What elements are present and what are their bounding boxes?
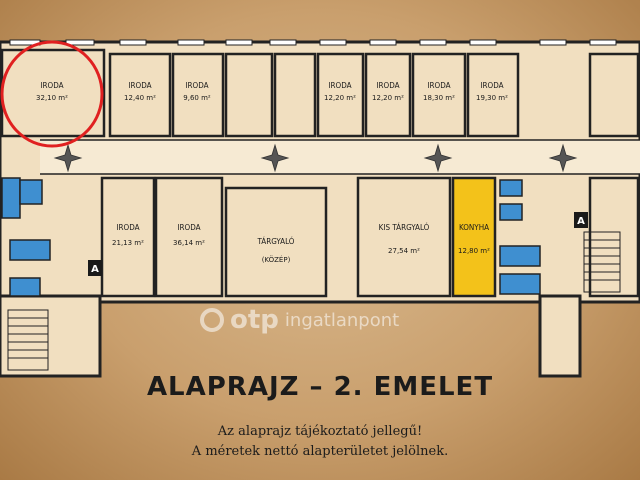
room-1-label: IRODA <box>40 81 63 90</box>
room-9-area: 36,14 m² <box>173 239 205 247</box>
corridor-markers <box>53 143 578 173</box>
restrooms <box>1 177 541 297</box>
room-office-5 <box>364 52 412 138</box>
stair-marker-west <box>88 260 102 276</box>
stair-mark-east-text: A <box>577 216 585 227</box>
room-office-2 <box>108 52 172 138</box>
room-office-blank-2 <box>273 52 317 138</box>
room-6-area: 18,30 m² <box>423 94 455 102</box>
room-office-7 <box>466 52 520 138</box>
watermark-suffix: ingatlanpont <box>284 309 400 331</box>
room-office-blank-1 <box>224 52 274 138</box>
room-11-label: KIS TÁRGYALÓ <box>379 221 430 232</box>
room-office-9 <box>154 176 224 298</box>
room-5-label: IRODA <box>376 81 399 90</box>
room-5-area: 12,20 m² <box>372 94 404 102</box>
room-small-meeting <box>356 176 452 298</box>
room-east-lower <box>588 176 640 298</box>
room-6-label: IRODA <box>427 81 450 90</box>
watermark-logo-icon <box>200 308 224 332</box>
room-kitchen <box>451 176 497 298</box>
stair-marker-east <box>574 212 588 228</box>
room-office-6 <box>411 52 467 138</box>
room-2-area: 12,40 m² <box>124 94 156 102</box>
room-10-label: TÁRGYALÓ <box>257 235 295 246</box>
note-area-info: A méretek nettó alapterületet jelölnek. <box>191 444 449 459</box>
east-wing <box>538 294 582 378</box>
highlight-circle <box>0 40 104 148</box>
room-meeting-center <box>224 186 328 298</box>
room-10-area: (KÖZÉP) <box>262 255 291 264</box>
note-disclaimer: Az alaprajz tájékoztató jellegű! <box>217 424 423 439</box>
room-12-label: KONYHA <box>459 223 489 232</box>
room-office-1 <box>0 48 106 138</box>
room-3-label: IRODA <box>185 81 208 90</box>
room-office-3 <box>171 52 225 138</box>
room-7-area: 19,30 m² <box>476 94 508 102</box>
room-12-area: 12,80 m² <box>458 247 490 255</box>
room-2-label: IRODA <box>128 81 151 90</box>
room-labels: IRODA 32,10 m² IRODA 12,40 m² IRODA 9,60… <box>36 81 508 264</box>
staircase-west <box>7 309 49 371</box>
room-8-label: IRODA <box>116 223 139 232</box>
west-wing <box>0 294 102 378</box>
watermark-brand: otp <box>230 305 279 335</box>
room-1-area: 32,10 m² <box>36 94 68 102</box>
staircase-east <box>583 231 621 293</box>
stair-mark-west-text: A <box>91 264 99 275</box>
corridor <box>40 140 640 174</box>
room-11-area: 27,54 m² <box>388 247 420 255</box>
room-7-label: IRODA <box>480 81 503 90</box>
room-4-area: 12,20 m² <box>324 94 356 102</box>
windows-top <box>9 39 617 46</box>
room-9-label: IRODA <box>177 223 200 232</box>
room-8-area: 21,13 m² <box>112 239 144 247</box>
room-3-area: 9,60 m² <box>183 94 211 102</box>
room-office-8 <box>100 176 156 298</box>
room-office-east <box>588 52 640 138</box>
watermark: otp ingatlanpont <box>200 303 399 337</box>
page-title: ALAPRAJZ – 2. EMELET <box>146 372 494 402</box>
room-office-4 <box>316 52 365 138</box>
room-4-label: IRODA <box>328 81 351 90</box>
